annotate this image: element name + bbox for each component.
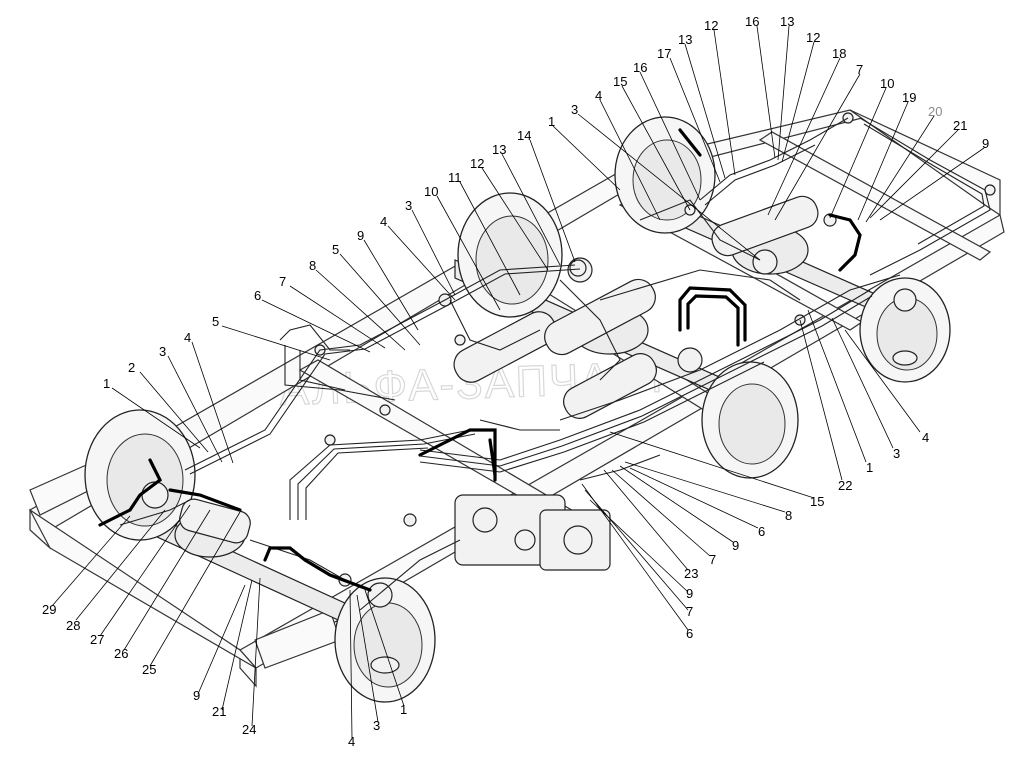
callout-label: 1 — [400, 702, 407, 717]
callout-label: 9 — [982, 136, 989, 151]
callout-label: 11 — [448, 170, 462, 185]
callout-label: 19 — [902, 90, 916, 105]
callout-label: 24 — [242, 722, 256, 737]
callout-label: 22 — [838, 478, 852, 493]
callout-label: 6 — [758, 524, 765, 539]
callout-label: 6 — [686, 626, 693, 641]
callout-label: 3 — [893, 446, 900, 461]
callout-label: 1 — [548, 114, 555, 129]
callout-label: 9 — [193, 688, 200, 703]
callout-leaders — [51, 25, 985, 739]
callout-label: 5 — [332, 242, 339, 257]
callout-label: 4 — [380, 214, 387, 229]
callout-labels: 12 16 13 12 17 13 18 16 7 15 10 4 19 3 2… — [42, 14, 989, 749]
brake-valve-block — [454, 494, 611, 571]
callout-label: 4 — [922, 430, 929, 445]
callout-label: 16 — [633, 60, 647, 75]
callout-label: 27 — [90, 632, 104, 647]
callout-label: 9 — [357, 228, 364, 243]
drum-front-right — [334, 577, 436, 703]
drum-rear-right — [859, 277, 951, 383]
callout-label: 15 — [613, 74, 627, 89]
fittings — [314, 112, 996, 587]
callout-label: 4 — [595, 88, 602, 103]
callout-label: 4 — [348, 734, 355, 749]
callout-label: 8 — [309, 258, 316, 273]
callout-label: 23 — [684, 566, 698, 581]
callout-label: 13 — [678, 32, 692, 47]
callout-label: 16 — [745, 14, 759, 29]
callout-label: 8 — [785, 508, 792, 523]
callout-label: 15 — [810, 494, 824, 509]
callout-label: 12 — [470, 156, 484, 171]
air-receiver-4 — [711, 195, 819, 257]
callout-label: 26 — [114, 646, 128, 661]
callout-label: 4 — [184, 330, 191, 345]
callout-label: 9 — [686, 586, 693, 601]
callout-label: 9 — [732, 538, 739, 553]
callout-label: 21 — [953, 118, 967, 133]
callout-label: 13 — [492, 142, 506, 157]
callout-label: 25 — [142, 662, 156, 677]
callout-label: 3 — [571, 102, 578, 117]
brake-chamber-rr — [893, 288, 917, 312]
callout-label: 3 — [159, 344, 166, 359]
callout-label: 1 — [103, 376, 110, 391]
callout-label: 10 — [880, 76, 894, 91]
callout-label: 28 — [66, 618, 80, 633]
callout-label: 7 — [856, 62, 863, 77]
front-cylinder — [179, 498, 251, 544]
callout-label: 21 — [212, 704, 226, 719]
callout-label: 7 — [686, 604, 693, 619]
callout-label: 2 — [128, 360, 135, 375]
callout-label: 5 — [212, 314, 219, 329]
callout-label: 12 — [806, 30, 820, 45]
brake-chamber-mr — [677, 347, 703, 373]
callout-label: 7 — [709, 552, 716, 567]
brake-chamber-rl — [752, 249, 778, 275]
callout-label: 14 — [517, 128, 531, 143]
drum-front-left — [84, 409, 196, 541]
callout-label: 7 — [279, 274, 286, 289]
callout-label: 18 — [832, 46, 846, 61]
callout-label: 3 — [373, 718, 380, 733]
callout-label: 12 — [704, 18, 718, 33]
hoses — [98, 128, 862, 592]
callout-label: 3 — [405, 198, 412, 213]
air-receiver-2 — [544, 278, 656, 356]
components — [141, 112, 996, 608]
air-receiver-3 — [563, 353, 657, 419]
callout-label: 6 — [254, 288, 261, 303]
callout-label: 1 — [866, 460, 873, 475]
callout-label: 10 — [424, 184, 438, 199]
drum-middle-right — [701, 361, 799, 479]
callout-label: 29 — [42, 602, 56, 617]
callout-label: 20 — [928, 104, 942, 119]
drum-rear-left — [614, 116, 716, 234]
brake-chamber-fl — [141, 481, 169, 509]
callout-label: 17 — [657, 46, 671, 61]
callout-label: 13 — [780, 14, 794, 29]
